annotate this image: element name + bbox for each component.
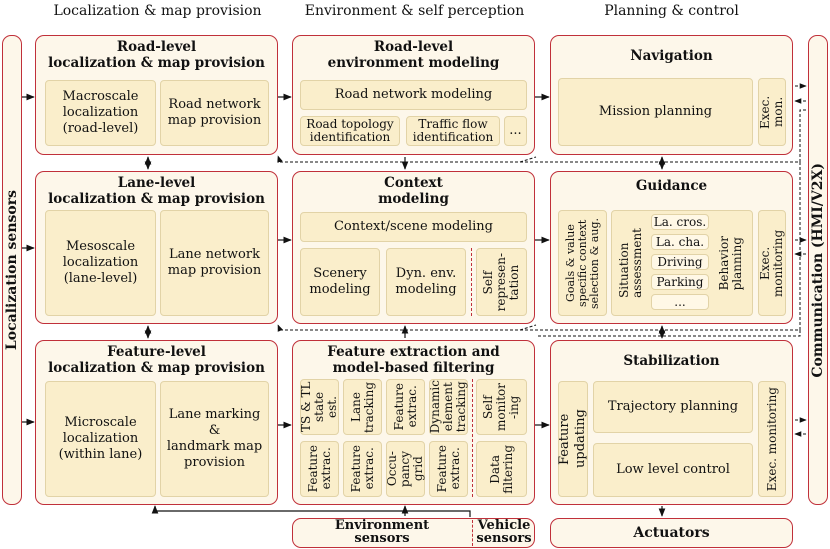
dashed-branch-context	[519, 324, 537, 331]
context-separator	[471, 248, 472, 316]
dynamic-env-modeling-box: Dyn. env.modeling	[386, 248, 466, 316]
navigation-panel: Navigation Mission planning Exec. mon.	[550, 35, 793, 155]
navigation-title: Navigation	[630, 48, 713, 64]
parking-item: Parking	[651, 274, 709, 290]
header-perception: Environment & self perception	[304, 3, 525, 19]
header-planning: Planning & control	[604, 3, 739, 19]
guidance-exec-monitor-box: Exec. monitoring	[758, 210, 786, 316]
behavior-more-item: ...	[651, 294, 709, 310]
actuators-panel: Actuators	[550, 518, 793, 548]
localization-sensors-bar: Localization sensors	[2, 35, 22, 505]
stabilization-panel: Stabilization Feature updating Trajector…	[550, 340, 793, 505]
stabilization-title: Stabilization	[623, 353, 720, 369]
context-scene-modeling-box: Context/scene modeling	[300, 212, 527, 242]
communication-bar: Communication (HMI/V2X)	[808, 35, 828, 505]
dashed-comm-roadloc	[277, 109, 806, 163]
driving-item: Driving	[651, 254, 709, 270]
low-level-control-box: Low level control	[593, 443, 753, 497]
header-localization: Localization & map provision	[53, 3, 262, 19]
dashed-branch-roadenv	[519, 156, 537, 163]
mission-planning-box: Mission planning	[558, 78, 753, 146]
dashed-comm-laneloc	[277, 162, 801, 332]
lane-change-item: La. cha.	[651, 234, 709, 250]
guidance-title: Guidance	[635, 178, 708, 194]
road-network-modeling-box: Road network modeling	[300, 80, 527, 110]
arrow-sensors-featloc	[151, 505, 471, 517]
stabilization-exec-monitor-box: Exec. monitoring	[758, 381, 786, 497]
feature-separator	[472, 379, 473, 497]
navigation-exec-monitor-box: Exec. mon.	[758, 78, 786, 146]
lane-crossing-item: La. cros.	[651, 214, 709, 230]
sensors-separator	[472, 520, 473, 546]
trajectory-planning-box: Trajectory planning	[593, 381, 753, 433]
dashed-branch-feature	[537, 330, 801, 337]
feature-updating-box: Feature updating	[557, 381, 588, 497]
behavior-list: La. cros. La. cha. Driving Parking ...	[651, 212, 709, 314]
road-env-more-box: ...	[504, 116, 527, 146]
